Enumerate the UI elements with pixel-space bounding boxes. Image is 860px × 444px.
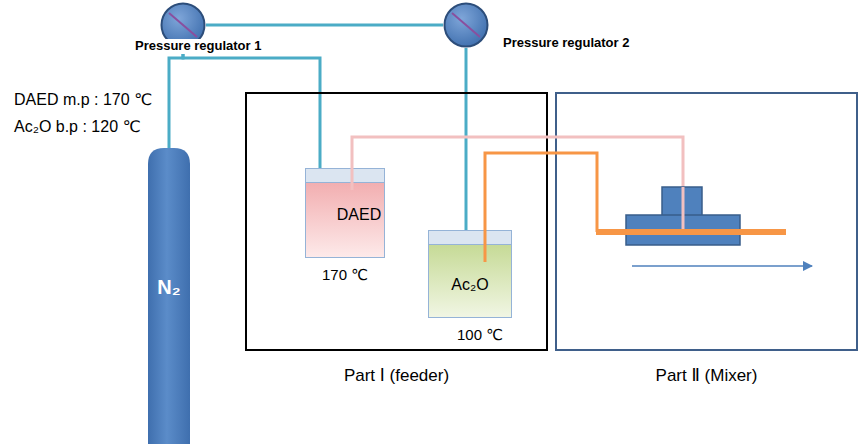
mixer-tube <box>596 229 786 235</box>
regulator-dial <box>443 2 489 48</box>
vessel-headspace <box>429 231 512 245</box>
pressure-regulator: Pressure regulator 1 <box>133 1 308 57</box>
vessel-content: Ac₂O <box>428 276 512 294</box>
temperature-label: 100 ℃ <box>438 326 522 343</box>
gas-label: N₂ <box>148 276 190 299</box>
gas-line <box>183 48 320 168</box>
vessel-liquid <box>429 245 512 318</box>
gas-line <box>465 48 468 230</box>
flow-arrow <box>632 265 812 267</box>
ac2o-vessel: Ac₂O100 ℃ <box>428 230 512 318</box>
gas-line <box>169 48 183 148</box>
vessel-headspace <box>306 169 385 183</box>
dial-needle <box>169 13 197 37</box>
part-label: Part Ⅰ (feeder) <box>247 366 546 386</box>
feeder-box: Part Ⅰ (feeder)DAED170 ℃Ac₂O100 ℃ <box>245 92 548 351</box>
daed-inlet <box>682 187 685 232</box>
property-note: DAED m.p : 170 ℃ <box>14 91 152 109</box>
dial-needle <box>452 13 480 37</box>
property-note: Ac₂O b.p : 120 ℃ <box>14 118 140 136</box>
daed-vessel: DAED170 ℃ <box>305 168 385 258</box>
ac2o-feed-line <box>485 153 597 262</box>
melt-vessel <box>428 230 512 318</box>
dial-face <box>445 4 488 47</box>
cylinder-body <box>148 148 190 444</box>
nitrogen-cylinder: N₂ <box>148 148 190 444</box>
part-label: Part Ⅱ (Mixer) <box>557 366 856 386</box>
regulator-label: Pressure regulator 1 <box>133 39 263 54</box>
pressure-regulator: Pressure regulator 2 <box>440 1 660 57</box>
regulator-label: Pressure regulator 2 <box>501 36 631 51</box>
temperature-label: 170 ℃ <box>305 266 385 283</box>
gas-line <box>206 24 443 27</box>
vessel-content: DAED <box>319 206 399 224</box>
